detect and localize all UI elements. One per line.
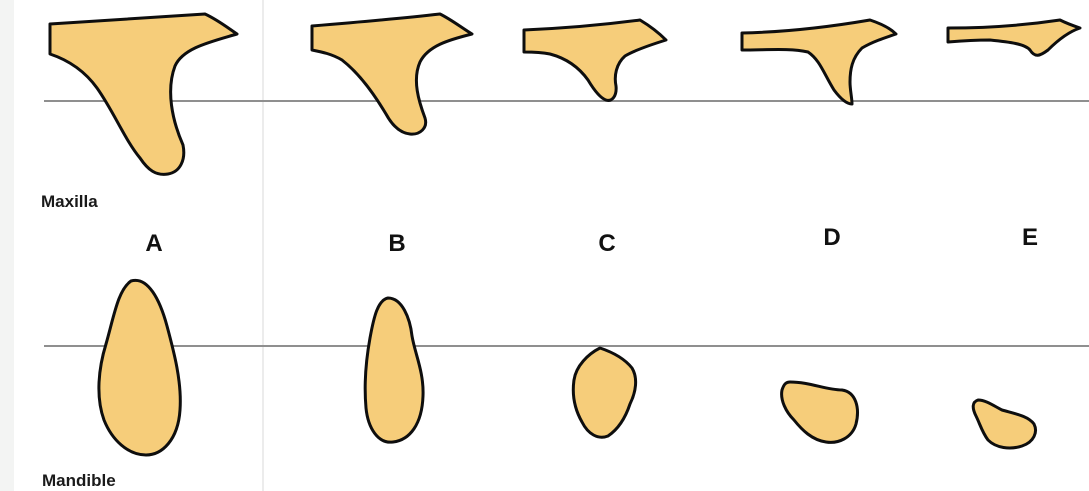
mandible-ridge-e xyxy=(973,400,1035,448)
class-label-a: A xyxy=(134,230,174,258)
maxilla-ridge-e xyxy=(948,20,1080,55)
maxilla-ridge-a xyxy=(50,14,237,174)
mandible-ridge-c xyxy=(573,348,635,437)
mandible-ridge-a xyxy=(99,280,180,455)
maxilla-ridge-c xyxy=(524,20,666,100)
mandible-ridge-d xyxy=(782,382,858,442)
class-label-e: E xyxy=(1010,224,1050,252)
maxilla-label: Maxilla xyxy=(41,192,98,212)
mandible-ridge-b xyxy=(365,298,423,442)
mandible-label: Mandible xyxy=(42,471,116,491)
maxilla-ridge-d xyxy=(742,20,896,104)
class-label-b: B xyxy=(377,230,417,258)
class-label-d: D xyxy=(812,224,852,252)
maxilla-ridge-b xyxy=(312,14,472,134)
class-label-c: C xyxy=(587,230,627,258)
